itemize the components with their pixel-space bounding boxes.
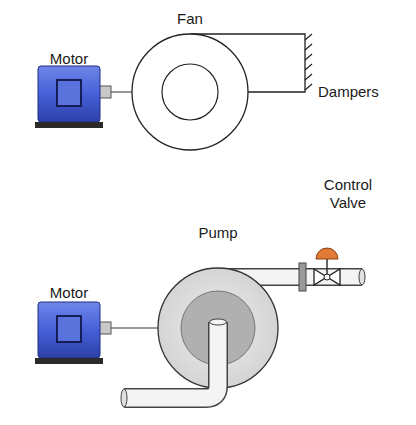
motor-shaft xyxy=(99,86,111,98)
motor-terminal-box xyxy=(57,316,81,342)
damper-label: Dampers xyxy=(318,83,379,101)
motor-base xyxy=(35,358,103,364)
motor-body xyxy=(38,66,100,122)
motor-base xyxy=(35,122,103,128)
pump-shaft xyxy=(110,327,160,328)
valve-label: Control Valve xyxy=(312,176,384,212)
valve-body xyxy=(314,269,340,285)
suction-eye xyxy=(210,319,227,325)
motor-label: Motor xyxy=(50,50,88,68)
fan-housing xyxy=(132,34,248,150)
fan-label: Fan xyxy=(177,10,203,28)
pump-motor xyxy=(35,302,160,364)
suction-pipe-outline xyxy=(124,322,218,398)
valve-center xyxy=(324,274,330,280)
pump-label: Pump xyxy=(198,224,237,242)
pipe-flange xyxy=(299,263,306,291)
motor-terminal-box xyxy=(57,80,81,106)
suction-pipe-fill xyxy=(124,323,218,398)
motor-label: Motor xyxy=(50,284,88,302)
fan xyxy=(132,34,312,150)
pipe-end xyxy=(121,389,127,407)
valve-actuator xyxy=(316,248,338,259)
fan-wheel xyxy=(162,64,218,120)
pipe-end xyxy=(359,269,365,285)
motor-body xyxy=(38,302,100,358)
damper-hatching xyxy=(305,34,312,90)
pump xyxy=(121,268,278,407)
motor-shaft xyxy=(99,322,111,334)
